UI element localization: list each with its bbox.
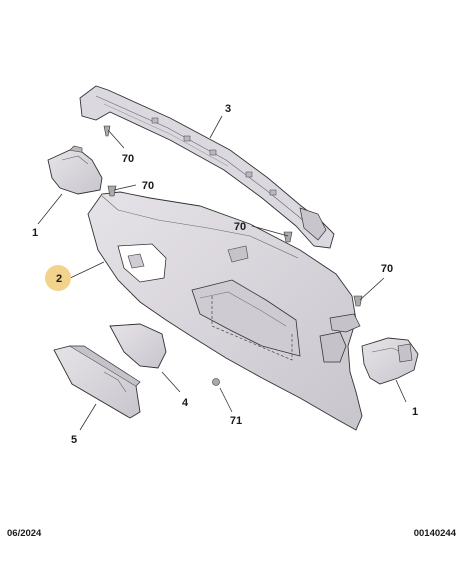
screw-70-mid-left (107, 185, 117, 197)
end-cap-right (361, 337, 419, 385)
callout-4: 4 (182, 397, 189, 409)
callout-2: 2 (56, 273, 62, 285)
footer-date: 06/2024 (7, 528, 42, 539)
footer-reference: 00140244 (413, 528, 456, 539)
callout-70-d: 70 (381, 263, 393, 275)
screw-70-mid-right (283, 231, 293, 243)
tray-insert (53, 345, 141, 419)
clip-71 (212, 378, 220, 386)
highlight-circle (45, 265, 71, 291)
callout-70-a: 70 (122, 153, 134, 165)
callout-3: 3 (225, 103, 231, 115)
screw-70-top-left (103, 125, 111, 137)
callout-1-right: 1 (412, 406, 418, 418)
callout-71: 71 (230, 415, 242, 427)
top-trim-strip (79, 85, 335, 249)
callout-70-c: 70 (234, 221, 246, 233)
main-lower-panel (87, 191, 363, 431)
callout-70-b: 70 (142, 180, 154, 192)
screw-70-right (353, 295, 363, 307)
small-cover-panel (109, 323, 167, 369)
callout-1-left: 1 (32, 227, 38, 239)
leader-lines (37, 115, 407, 431)
callout-5: 5 (71, 434, 77, 446)
end-cap-left (47, 145, 103, 195)
